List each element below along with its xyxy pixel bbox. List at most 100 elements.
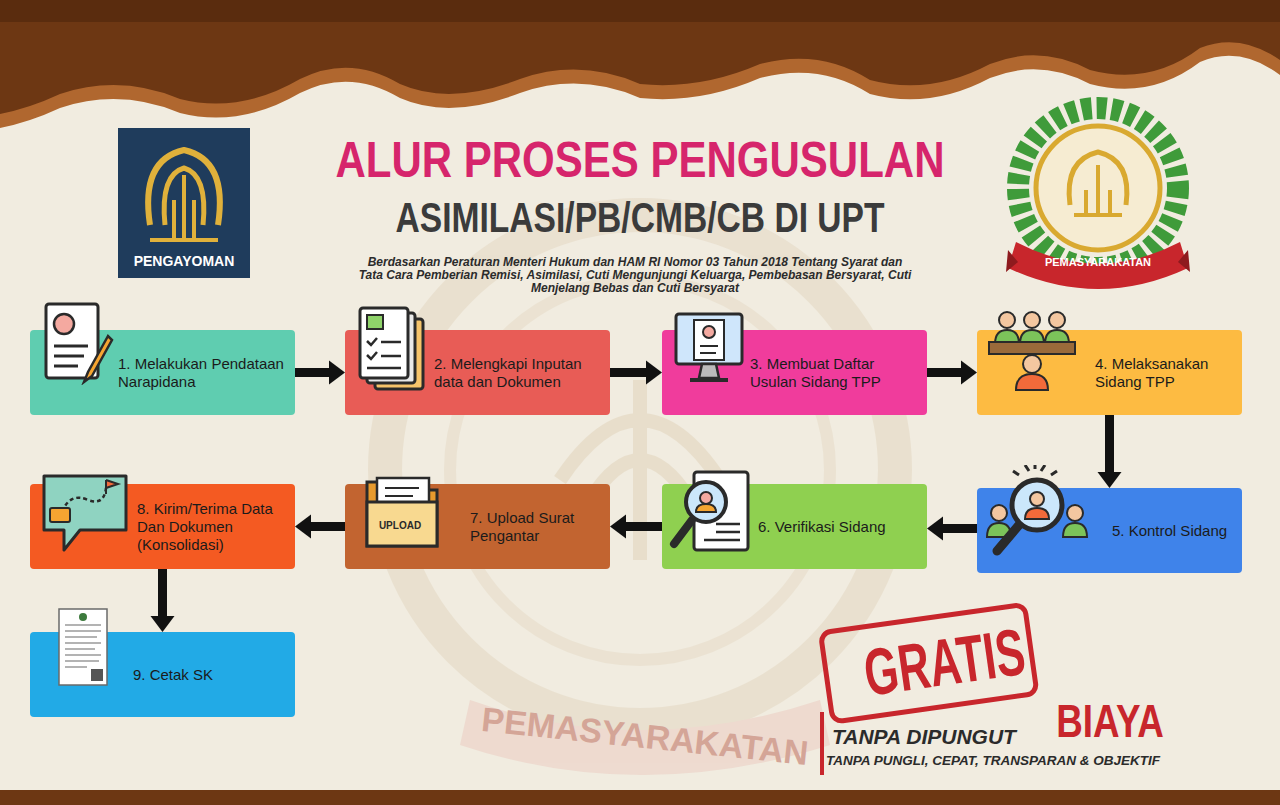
art-shape xyxy=(54,346,88,366)
art-shape xyxy=(385,488,419,496)
subtitle: ASIMILASI/PB/CMB/CB DI UPT xyxy=(336,194,944,242)
art-shape xyxy=(0,0,1280,22)
pemasyarakatan-logo xyxy=(1006,108,1190,289)
art-shape xyxy=(106,480,118,494)
art-shape xyxy=(367,338,401,368)
art-shape xyxy=(694,320,724,360)
process-box: 6. Verifikasi Sidang xyxy=(662,484,927,569)
slogan-text: TANPA DIPUNGUT xyxy=(832,724,1047,750)
art-shape xyxy=(54,314,74,334)
art-shape xyxy=(1074,165,1122,215)
process-box: 3. Membuat Daftar Usulan Sidang TPP xyxy=(662,330,927,415)
art-shape xyxy=(84,336,112,382)
arrow-head xyxy=(329,361,345,385)
box-text: 9. Cetak SK xyxy=(133,666,285,684)
art-shape xyxy=(997,525,1019,551)
art-shape xyxy=(367,315,383,329)
art-shape xyxy=(1006,250,1190,272)
art-shape xyxy=(360,308,408,378)
stamp-frame-line xyxy=(820,712,824,775)
arrow-shaft xyxy=(610,368,648,377)
art-shape xyxy=(174,175,194,240)
box-text: 6. Verifikasi Sidang xyxy=(758,518,917,536)
process-box: 4. Melaksanakan Sidang TPP xyxy=(977,330,1242,415)
arrow-head xyxy=(610,515,626,539)
search-people-icon xyxy=(985,465,1090,560)
box-text: 3. Membuat Daftar Usulan Sidang TPP xyxy=(750,355,917,391)
arrow-head xyxy=(295,515,311,539)
art-shape xyxy=(79,613,87,621)
art-shape xyxy=(1036,126,1160,250)
flow-arrow xyxy=(610,515,662,539)
route-chat-icon xyxy=(40,470,130,555)
art-shape xyxy=(1067,505,1083,521)
art-shape xyxy=(1024,312,1040,328)
flow-arrow xyxy=(151,569,175,632)
arrow-head xyxy=(961,361,977,385)
art-shape xyxy=(989,342,1075,354)
arrow-shaft xyxy=(158,569,167,618)
art-shape xyxy=(686,482,726,522)
art-shape xyxy=(820,604,1037,722)
art-shape xyxy=(703,326,715,338)
art-shape xyxy=(991,505,1007,521)
decree-document-icon xyxy=(57,607,109,687)
process-box: 2. Melengkapi Inputan data dan Dokumen xyxy=(345,330,610,415)
arrow-head xyxy=(927,517,943,541)
process-box: 8. Kirim/Terima Data Dan Dokumen (Konsol… xyxy=(30,484,295,569)
flow-arrow xyxy=(295,515,345,539)
art-shape xyxy=(704,524,740,540)
process-box: 9. Cetak SK xyxy=(30,632,295,717)
process-box: 5. Kontrol Sidang xyxy=(977,488,1242,573)
arrow-shaft xyxy=(927,368,963,377)
art-shape xyxy=(1012,480,1062,530)
art-shape xyxy=(696,504,716,512)
meeting-icon xyxy=(985,308,1080,393)
art-shape xyxy=(1023,355,1041,373)
box-text: 5. Kontrol Sidang xyxy=(1112,522,1232,540)
arrow-head xyxy=(151,616,175,632)
art-shape xyxy=(690,378,728,382)
art-shape xyxy=(91,669,103,681)
flow-arrow xyxy=(295,361,345,385)
art-shape xyxy=(676,314,742,364)
art-shape xyxy=(1016,374,1048,390)
box-text: 2. Melengkapi Inputan data dan Dokumen xyxy=(434,355,600,391)
art-shape xyxy=(59,609,107,685)
art-shape xyxy=(699,364,719,378)
documents-icon xyxy=(357,305,427,395)
icon-text: UPLOAD xyxy=(367,520,433,532)
stamp-text: GRATIS xyxy=(860,619,1001,709)
art-shape xyxy=(1049,312,1065,328)
flow-arrow xyxy=(927,517,977,541)
footer-bar xyxy=(0,790,1280,805)
art-shape xyxy=(50,508,70,522)
art-shape xyxy=(1013,465,1057,475)
flow-arrow xyxy=(1098,415,1122,488)
arrow-shaft xyxy=(1105,415,1114,474)
art-shape xyxy=(118,128,250,278)
diagram-title: ALUR PROSES PENGUSULAN xyxy=(321,132,959,188)
process-box: 1. Melakukan Pendataan Narapidana xyxy=(30,330,295,415)
upload-folder-icon xyxy=(363,470,441,550)
census-icon xyxy=(38,300,118,385)
free-stamp xyxy=(820,604,1037,722)
monitor-icon xyxy=(672,310,747,388)
art-shape xyxy=(44,476,126,550)
art-shape xyxy=(1018,108,1178,268)
box-text: 1. Melakukan Pendataan Narapidana xyxy=(118,355,285,391)
art-shape xyxy=(1030,492,1044,506)
regulation-note: Berdasarkan Peraturan Menteri Hukum dan … xyxy=(355,256,915,295)
art-shape xyxy=(700,492,712,504)
arrow-shaft xyxy=(309,522,345,531)
flow-arrow xyxy=(927,361,977,385)
arrow-shaft xyxy=(295,368,331,377)
logo-ribbon-text: PEMASYARAKATAN xyxy=(1030,255,1166,269)
art-shape xyxy=(65,625,101,667)
art-shape xyxy=(674,520,692,544)
arrow-shaft xyxy=(624,522,662,531)
art-shape xyxy=(150,238,218,242)
slogan-subtext: TANPA PUNGLI, CEPAT, TRANSPARAN & OBJEKT… xyxy=(826,752,1186,770)
slogan-emphasis: BIAYA xyxy=(1052,694,1167,748)
art-shape xyxy=(367,502,437,546)
